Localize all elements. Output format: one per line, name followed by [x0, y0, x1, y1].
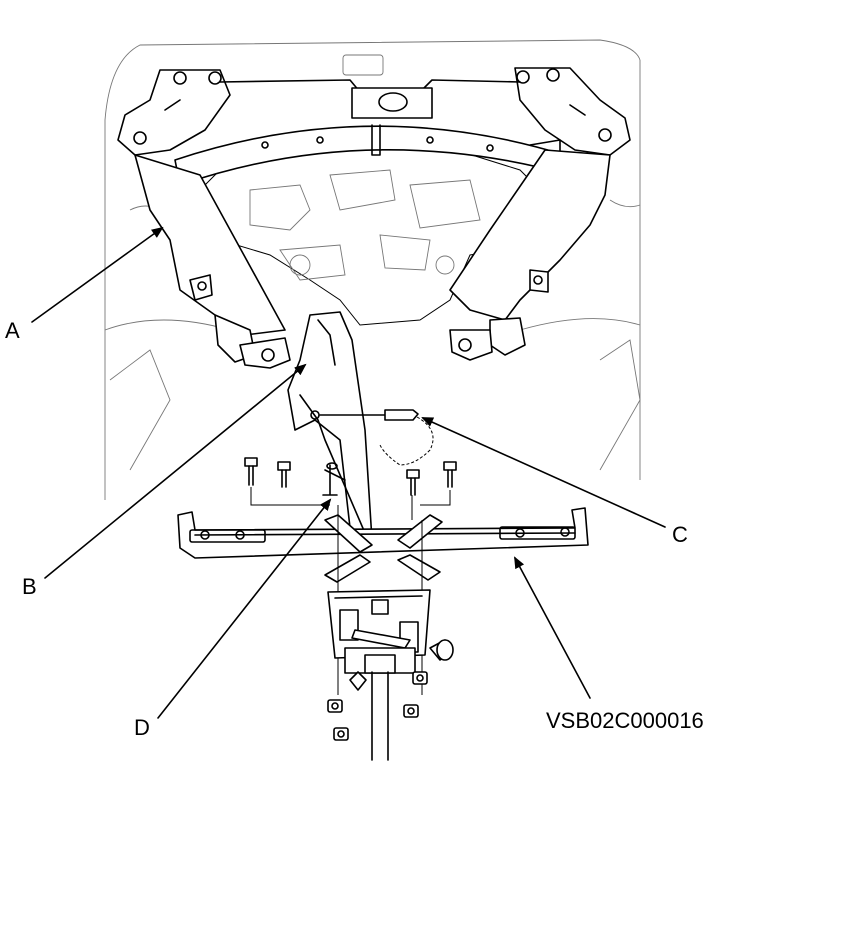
front-subframe: [117, 67, 631, 369]
jack-head: [327, 589, 454, 761]
callout-d: D: [134, 715, 150, 740]
leader-line-frame: [514, 556, 591, 699]
leader-line-d: [157, 498, 332, 719]
callout-b: B: [22, 574, 37, 599]
callout-c: C: [672, 522, 688, 547]
callout-a: A: [5, 318, 20, 343]
jack-adapter-arm: [287, 311, 434, 546]
figure-code: VSB02C000016: [546, 708, 704, 733]
leader-line-a: [31, 226, 164, 323]
jack-frame: [177, 505, 589, 695]
vehicle-body-outline: [104, 39, 641, 500]
bolts: [244, 457, 457, 520]
leader-line-c: [421, 417, 666, 528]
leader-line-b: [44, 363, 307, 579]
leader-lines: [31, 226, 666, 719]
